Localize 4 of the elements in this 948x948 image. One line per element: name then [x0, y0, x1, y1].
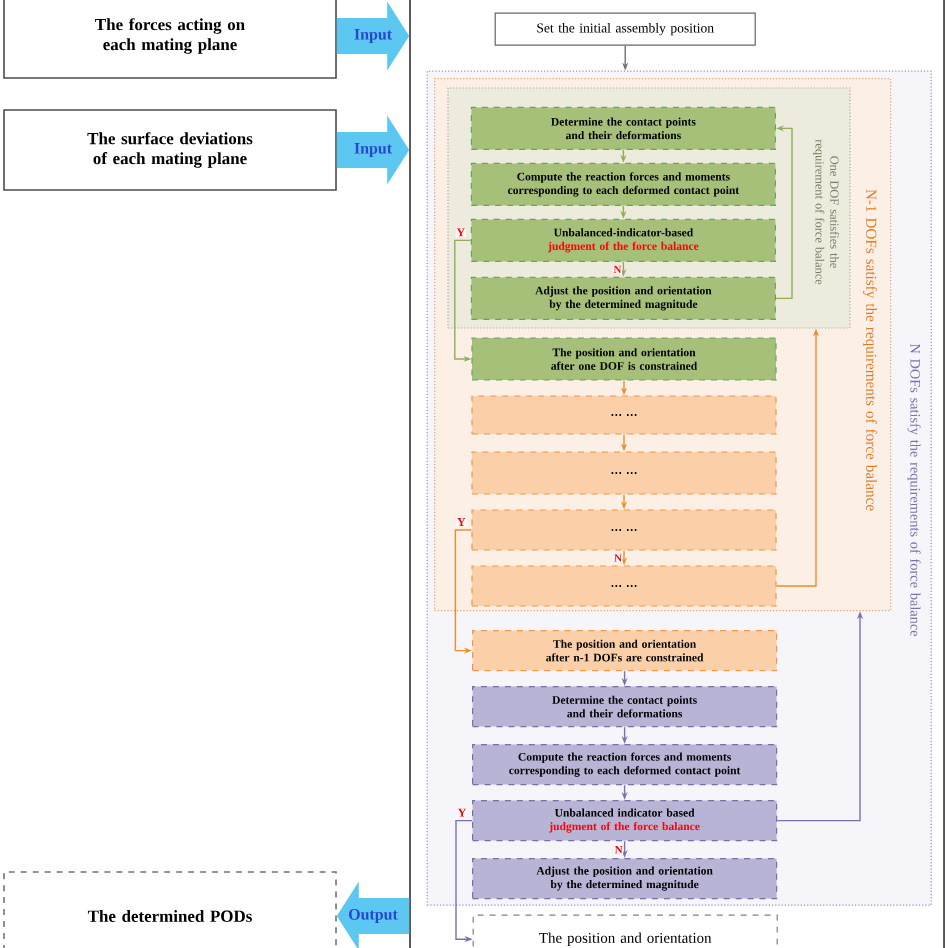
left-input-box: The surface deviations of each mating plane — [3, 109, 337, 191]
flow-frame — [409, 0, 945, 948]
result-box: The determined PODs — [3, 871, 337, 948]
left-input-box: The forces acting on each mating plane — [3, 0, 337, 79]
